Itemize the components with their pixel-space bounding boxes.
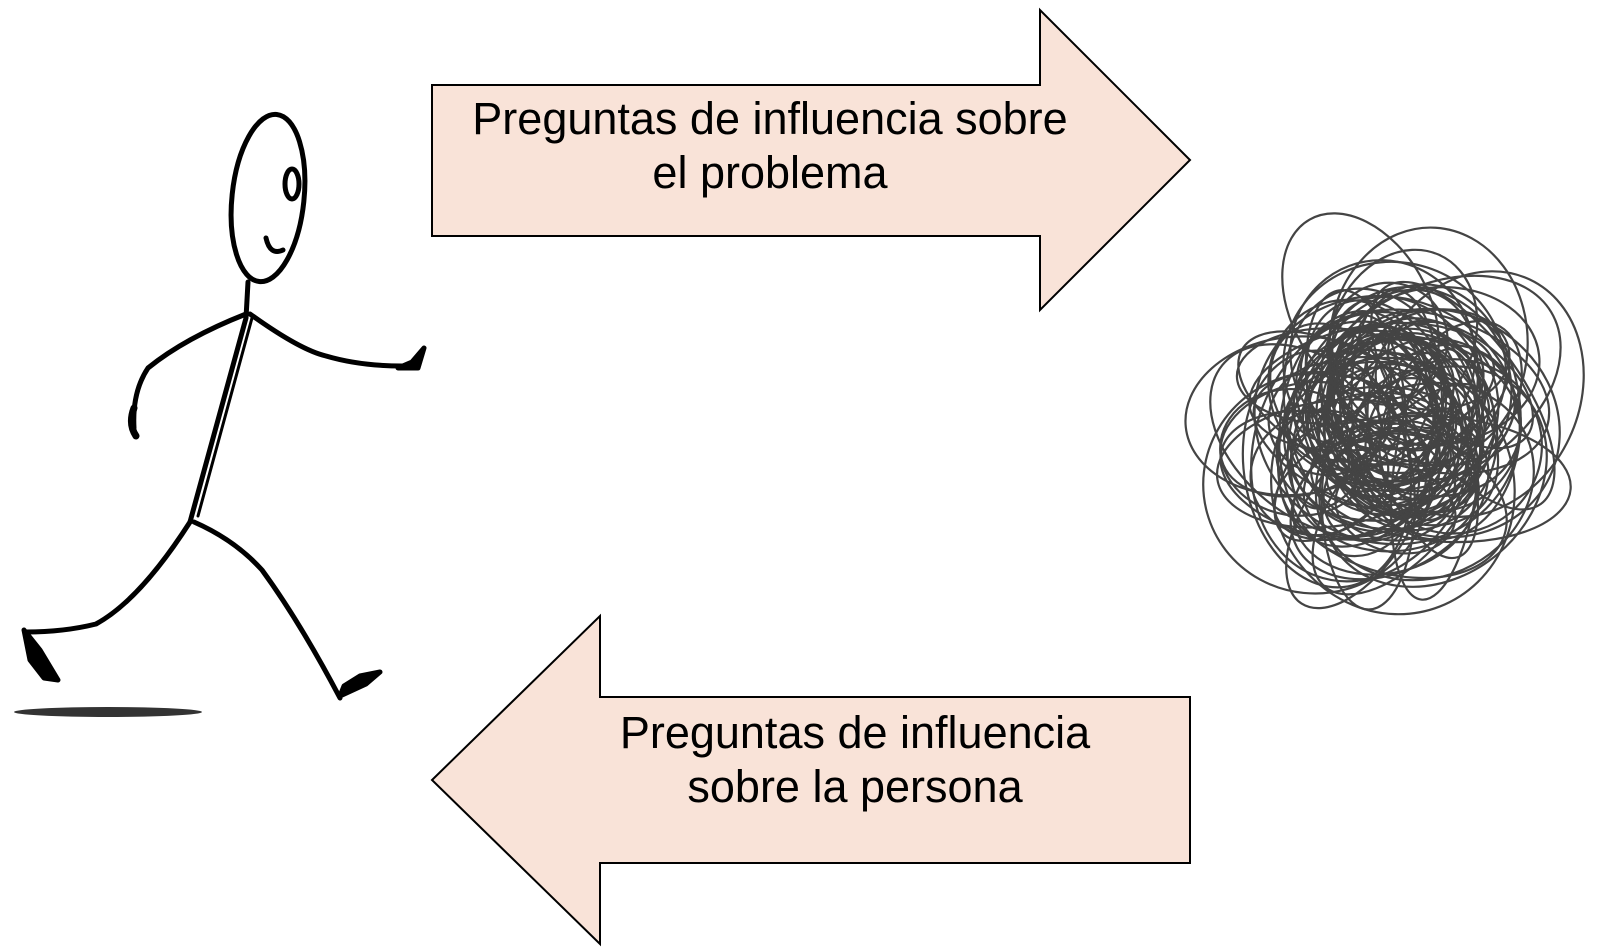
walking-stick-figure-icon bbox=[14, 111, 427, 717]
figure-smile bbox=[263, 235, 286, 254]
figure-front-leg bbox=[191, 519, 343, 701]
scribble-loop bbox=[1219, 380, 1384, 498]
figure-front-arm bbox=[247, 311, 405, 369]
scribble-loop bbox=[1335, 325, 1457, 522]
arrow-top-shape bbox=[431, 7, 1192, 313]
arrow-bottom-label-line-2: sobre la persona bbox=[687, 761, 1023, 812]
scribble-loop bbox=[1386, 319, 1535, 450]
arrow-top-label: Preguntas de influencia sobre el problem… bbox=[440, 92, 1100, 200]
scribble-loop bbox=[1219, 409, 1434, 541]
scribble-loop bbox=[1370, 280, 1556, 511]
scribble-loop bbox=[1304, 289, 1408, 499]
tangled-scribble-ball-icon bbox=[1184, 212, 1585, 616]
scribble-loop bbox=[1289, 414, 1490, 581]
figure-front-foot bbox=[337, 669, 383, 699]
figure-back-foot bbox=[21, 627, 61, 683]
figure-body-outline bbox=[196, 316, 254, 518]
arrow-bottom-label: Preguntas de influencia sobre la persona bbox=[560, 706, 1150, 814]
scribble-loop bbox=[1304, 325, 1448, 487]
scribble-loop bbox=[1322, 331, 1496, 519]
scribble-loop bbox=[1281, 212, 1440, 406]
scribble-loop bbox=[1326, 366, 1447, 464]
figure-shadow bbox=[14, 707, 202, 717]
arrow-top-label-line-1: Preguntas de influencia sobre bbox=[472, 93, 1068, 144]
figure-back-leg bbox=[23, 519, 193, 635]
arrow-top-label-line-2: el problema bbox=[652, 147, 888, 198]
scribble-loop bbox=[1345, 337, 1522, 514]
figure-back-hand bbox=[127, 404, 140, 440]
figure-body bbox=[187, 279, 251, 525]
figure-eye bbox=[282, 166, 302, 202]
arrow-bottom-shape bbox=[430, 613, 1191, 947]
scribble-loop bbox=[1376, 343, 1517, 468]
arrow-bottom-label-line-1: Preguntas de influencia bbox=[619, 707, 1091, 758]
figure-back-arm bbox=[131, 311, 249, 431]
figure-head bbox=[228, 111, 308, 285]
figure-front-hand bbox=[395, 345, 427, 371]
scribble-loop bbox=[1299, 308, 1551, 475]
scribble-loop bbox=[1285, 426, 1428, 610]
scribble-loop bbox=[1331, 363, 1439, 466]
